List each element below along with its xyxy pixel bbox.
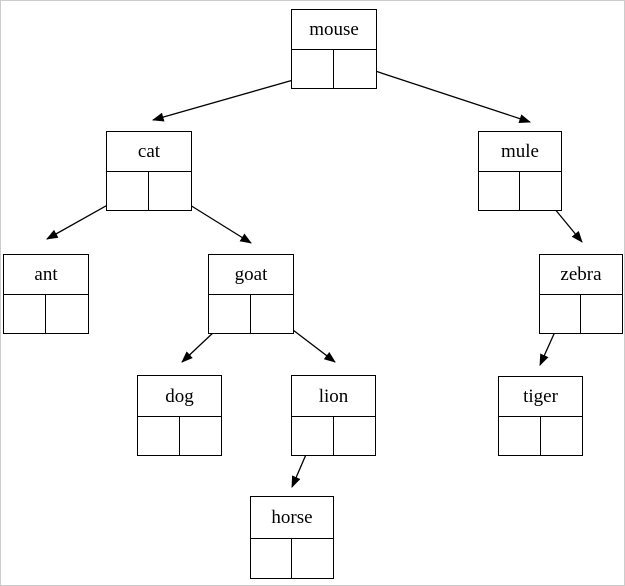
node-left-pointer-ant[interactable] [4,295,46,333]
tree-node-ant[interactable]: ant [3,254,89,334]
tree-edge-mouse-mule [353,63,531,123]
node-label-dog: dog [138,376,221,417]
node-left-pointer-horse[interactable] [251,539,292,578]
node-left-pointer-tiger[interactable] [499,417,541,455]
node-left-pointer-mouse[interactable] [292,50,334,88]
node-pointers-lion [292,417,375,455]
node-pointers-tiger [499,417,582,455]
tree-node-lion[interactable]: lion [291,375,376,456]
node-pointers-ant [4,295,88,333]
node-left-pointer-lion[interactable] [292,417,334,455]
tree-node-mouse[interactable]: mouse [291,9,377,89]
node-label-tiger: tiger [499,377,582,417]
node-right-pointer-mouse[interactable] [334,50,376,88]
node-label-zebra: zebra [540,255,622,295]
node-label-mouse: mouse [292,10,376,50]
node-right-pointer-zebra[interactable] [581,295,622,333]
tree-node-goat[interactable]: goat [208,254,294,334]
node-right-pointer-lion[interactable] [334,417,376,455]
node-right-pointer-tiger[interactable] [541,417,583,455]
tree-node-horse[interactable]: horse [250,496,334,579]
node-pointers-goat [209,295,293,333]
node-right-pointer-cat[interactable] [149,172,191,210]
tree-node-mule[interactable]: mule [478,131,562,211]
node-label-lion: lion [292,376,375,417]
node-left-pointer-mule[interactable] [479,172,520,210]
node-label-goat: goat [209,255,293,295]
node-label-cat: cat [107,132,191,172]
node-left-pointer-goat[interactable] [209,295,251,333]
node-left-pointer-cat[interactable] [107,172,149,210]
node-left-pointer-dog[interactable] [138,417,180,455]
node-label-mule: mule [479,132,561,172]
node-right-pointer-goat[interactable] [251,295,293,333]
node-right-pointer-mule[interactable] [520,172,561,210]
node-label-ant: ant [4,255,88,295]
node-right-pointer-ant[interactable] [46,295,88,333]
tree-node-dog[interactable]: dog [137,375,222,456]
node-right-pointer-dog[interactable] [180,417,222,455]
node-pointers-zebra [540,295,622,333]
node-label-horse: horse [251,497,333,539]
node-pointers-horse [251,539,333,578]
node-right-pointer-horse[interactable] [292,539,333,578]
node-pointers-mouse [292,50,376,88]
node-left-pointer-zebra[interactable] [540,295,581,333]
tree-node-cat[interactable]: cat [106,131,192,211]
node-pointers-mule [479,172,561,210]
node-pointers-dog [138,417,221,455]
tree-node-tiger[interactable]: tiger [498,376,583,456]
tree-node-zebra[interactable]: zebra [539,254,623,334]
node-pointers-cat [107,172,191,210]
